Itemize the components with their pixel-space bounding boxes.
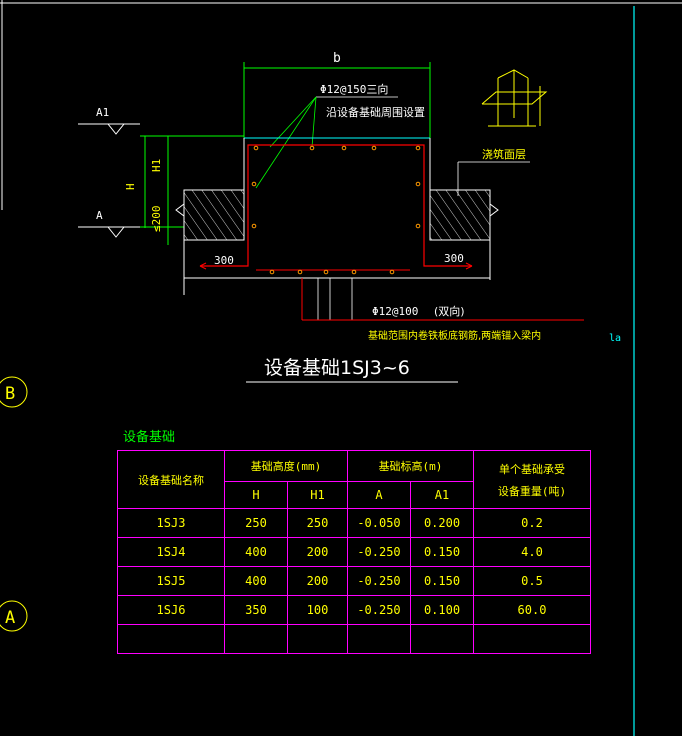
grid-a-label: A [5, 608, 15, 628]
break-mark-left [175, 203, 185, 217]
cell-weight: 0.5 [473, 566, 591, 596]
grid-b-label: B [5, 384, 15, 404]
table-row: 1SJ6 350 100 -0.250 0.100 60.0 [117, 595, 591, 625]
soil-hatch-right [429, 189, 491, 241]
dim-300-left: 300 [214, 254, 234, 267]
dim-300-right: 300 [444, 252, 464, 265]
cell-empty [347, 624, 411, 654]
cell-empty [410, 624, 474, 654]
grid-bubble-a [0, 600, 28, 632]
cell-h: 250 [224, 508, 288, 538]
cell-h1: 200 [287, 566, 348, 596]
dim-b-label: b [333, 51, 341, 66]
cell-h1: 250 [287, 508, 348, 538]
subheader-h: H [224, 481, 288, 509]
break-mark-right [489, 203, 499, 217]
dim-h-label: H [124, 183, 137, 190]
foundation-table: 设备基础名称 基础高度(mm) 基础标高(m) 单个基础承受 设备重量(吨) H… [117, 450, 591, 654]
cell-name: 1SJ6 [117, 595, 225, 625]
subheader-a1: A1 [410, 481, 474, 509]
rebar-bottom-note: 基础范围内卷铁板底钢筋,两端锚入梁内 [368, 329, 541, 342]
cell-empty [224, 624, 288, 654]
cell-h: 400 [224, 537, 288, 567]
rebar-bottom-label: Φ12@100 [372, 305, 418, 318]
header-weight-line2: 设备重量(吨) [497, 484, 567, 498]
header-height: 基础高度(mm) [224, 450, 348, 482]
cell-h1: 100 [287, 595, 348, 625]
cell-a1: 0.150 [410, 537, 474, 567]
dim-h1-label: H1 [150, 159, 163, 172]
arrow-left [199, 262, 207, 270]
rebar-outline [200, 144, 472, 267]
cell-empty [473, 624, 591, 654]
grid-bubble-b [0, 376, 28, 408]
cell-h1: 200 [287, 537, 348, 567]
cell-a1: 0.200 [410, 508, 474, 538]
leader-line-1 [255, 96, 317, 189]
header-name: 设备基础名称 [117, 450, 225, 509]
leader-line-2 [269, 96, 317, 148]
level-a-label: A [96, 209, 103, 222]
table-row: 1SJ5 400 200 -0.250 0.150 0.5 [117, 566, 591, 596]
rebar-dots [251, 145, 421, 275]
arrow-right [465, 262, 473, 270]
leader-line-3 [311, 96, 317, 148]
cell-name: 1SJ3 [117, 508, 225, 538]
rebar-bottom-dir: (双向) [434, 304, 465, 318]
cell-weight: 60.0 [473, 595, 591, 625]
table-row-empty [117, 624, 591, 654]
level-a-triangle [106, 226, 126, 238]
soil-hatch-left [183, 189, 245, 241]
drawing-title: 设备基础1SJ3~6 [264, 357, 410, 379]
table-row: 1SJ3 250 250 -0.050 0.200 0.2 [117, 508, 591, 538]
cell-h: 400 [224, 566, 288, 596]
cell-a1: 0.150 [410, 566, 474, 596]
level-a1-triangle [106, 123, 126, 135]
cell-a: -0.250 [347, 566, 411, 596]
dim-200-label: ≤200 [150, 206, 163, 233]
subheader-h1: H1 [287, 481, 348, 509]
header-weight-line1: 单个基础承受 [499, 462, 565, 476]
cell-weight: 4.0 [473, 537, 591, 567]
cell-empty [117, 624, 225, 654]
cell-h: 350 [224, 595, 288, 625]
cell-a: -0.250 [347, 537, 411, 567]
cell-weight: 0.2 [473, 508, 591, 538]
rebar-top-note: 沿设备基础周围设置 [326, 105, 425, 119]
la-label: la [609, 333, 621, 344]
pour-surface-label: 浇筑面层 [482, 147, 526, 161]
cell-name: 1SJ4 [117, 537, 225, 567]
isometric-rebar-icon [481, 69, 548, 127]
cell-empty [287, 624, 348, 654]
header-weight: 单个基础承受 设备重量(吨) [473, 450, 591, 509]
cell-a1: 0.100 [410, 595, 474, 625]
cell-a: -0.050 [347, 508, 411, 538]
cell-name: 1SJ5 [117, 566, 225, 596]
subheader-a: A [347, 481, 411, 509]
table-title: 设备基础 [123, 430, 176, 445]
cell-a: -0.250 [347, 595, 411, 625]
rebar-top-label: Φ12@150三向 [320, 82, 388, 96]
header-level: 基础标高(m) [347, 450, 474, 482]
level-a1-label: A1 [96, 106, 109, 119]
table-row: 1SJ4 400 200 -0.250 0.150 4.0 [117, 537, 591, 567]
